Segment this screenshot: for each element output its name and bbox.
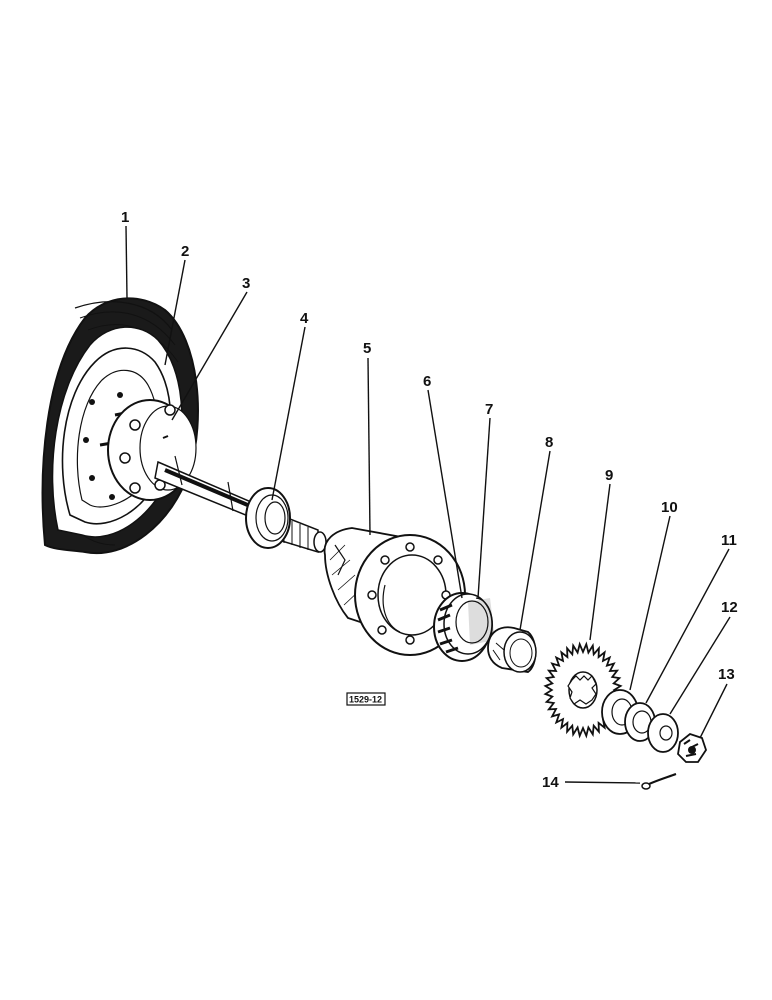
callout-1: 1: [121, 209, 129, 226]
callout-12: 12: [721, 599, 738, 616]
callout-numbers: 1 2 3 4 5 6 7 8 9 10 11 12 13 14: [121, 209, 738, 791]
callout-5: 5: [363, 340, 371, 357]
bearing-cup: [487, 626, 537, 673]
cotter-pin: [641, 773, 677, 790]
callout-4: 4: [300, 310, 309, 327]
callout-10: 10: [661, 499, 678, 516]
drawing-tag-label: 1529-12: [349, 695, 382, 705]
callout-6: 6: [423, 373, 431, 390]
callout-13: 13: [718, 666, 735, 683]
drive-sprocket: [543, 641, 623, 739]
drawing-tag: 1529-12: [346, 692, 386, 706]
callout-9: 9: [605, 467, 613, 484]
oil-seal: [245, 487, 291, 549]
leader-lines: [125, 225, 731, 784]
callout-14: 14: [542, 774, 559, 791]
callout-8: 8: [545, 434, 553, 451]
hub-housing: [323, 527, 466, 656]
hub-flange: [107, 399, 197, 501]
tapered-roller-bearing: [433, 592, 495, 662]
flat-washer: [647, 713, 679, 753]
callout-7: 7: [485, 401, 493, 418]
callout-3: 3: [242, 275, 250, 292]
castle-nut: [677, 732, 707, 763]
callout-2: 2: [181, 243, 189, 260]
callout-11: 11: [721, 532, 737, 549]
